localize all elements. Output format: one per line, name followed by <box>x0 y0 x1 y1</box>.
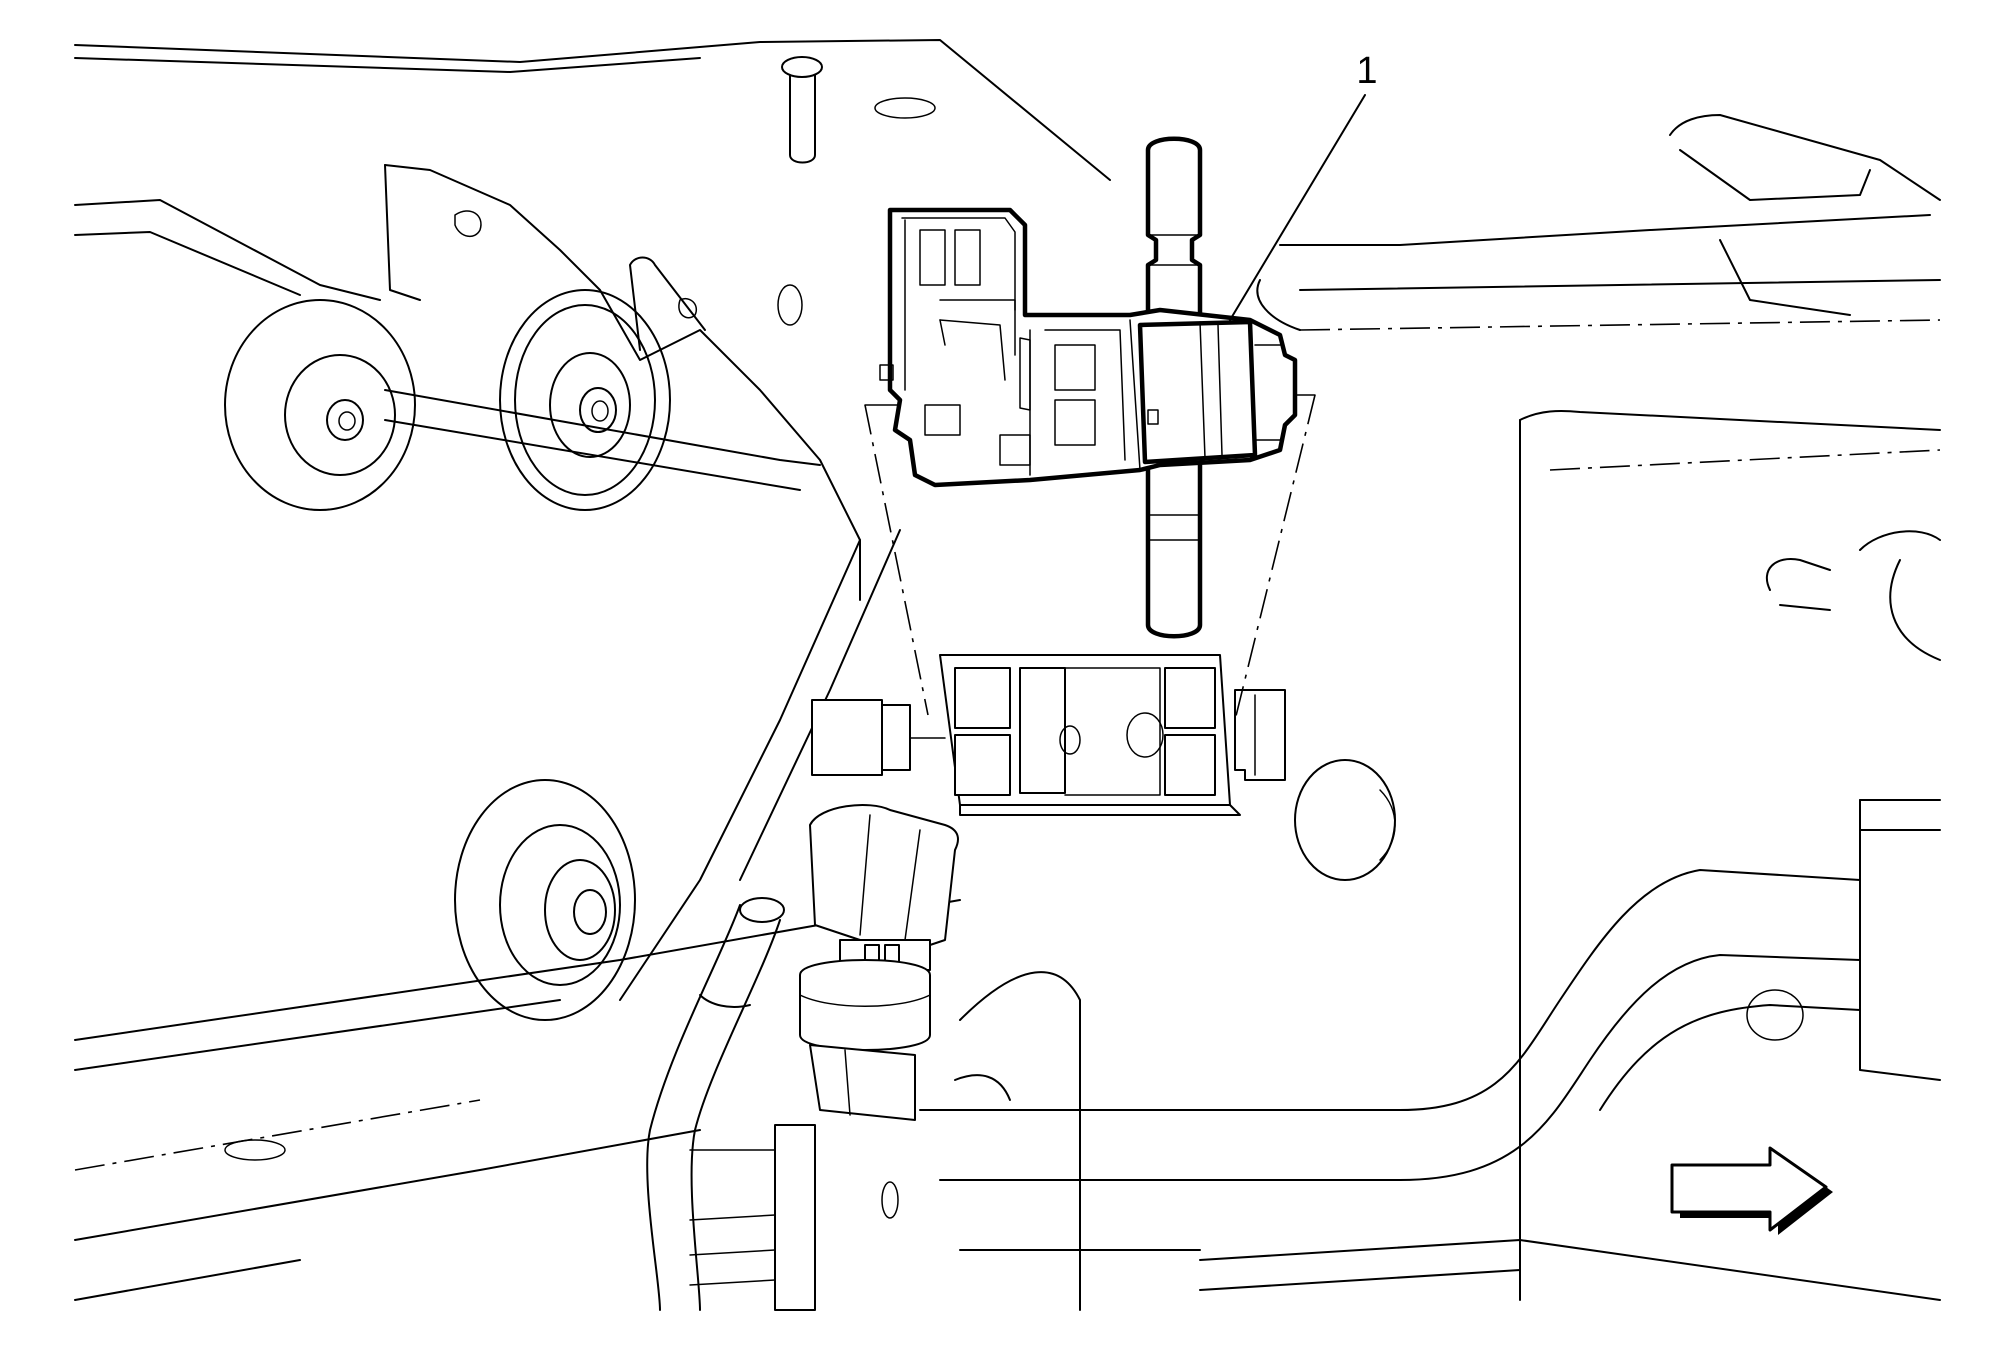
callout-1: 1 <box>1229 50 1378 321</box>
alignment-leader-lines <box>864 394 1316 721</box>
mounting-rivet <box>781 56 823 164</box>
frame-bushing-mounts <box>224 97 1804 1219</box>
canister-purge-solenoid-valve <box>879 136 1298 639</box>
direction-arrow-right-icon <box>1670 1146 1833 1235</box>
callout-label: 1 <box>1356 50 1377 92</box>
pressure-sensor-connector <box>799 804 959 1121</box>
solenoid-mounting-bracket <box>811 654 1286 816</box>
vapor-hose-and-pipe <box>646 869 1861 1311</box>
vehicle-frame-structure <box>74 39 1941 1301</box>
